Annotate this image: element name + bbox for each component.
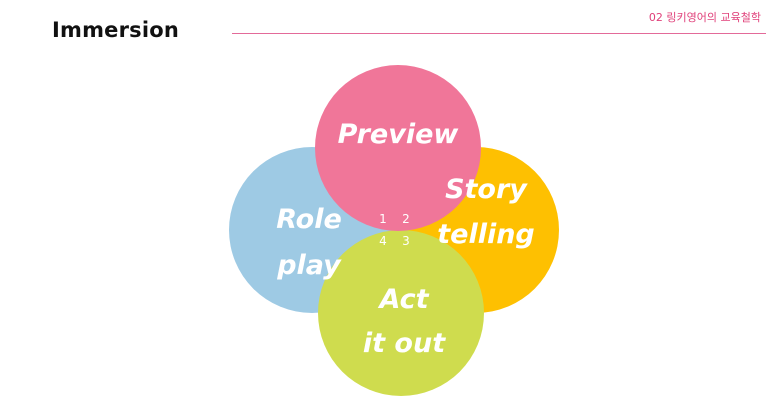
circle-actitout [318, 230, 484, 396]
step-number-3: 3 [402, 234, 410, 248]
section-label: 02 링키영어의 교육철학 [648, 11, 761, 24]
header-divider [232, 33, 766, 34]
step-number-2: 2 [402, 212, 410, 226]
label-actitout-line1: Act [378, 284, 430, 315]
step-number-1: 1 [379, 212, 387, 226]
label-roleplay-line2: play [276, 250, 342, 281]
label-storytelling-line2: telling [437, 219, 535, 250]
step-number-4: 4 [379, 234, 387, 248]
label-preview: Preview [338, 119, 460, 150]
label-roleplay-line1: Role [276, 204, 342, 235]
label-actitout-line2: it out [363, 328, 446, 359]
circle-preview [315, 65, 481, 231]
label-storytelling-line1: Story [445, 174, 528, 205]
page-title: Immersion [52, 18, 180, 42]
